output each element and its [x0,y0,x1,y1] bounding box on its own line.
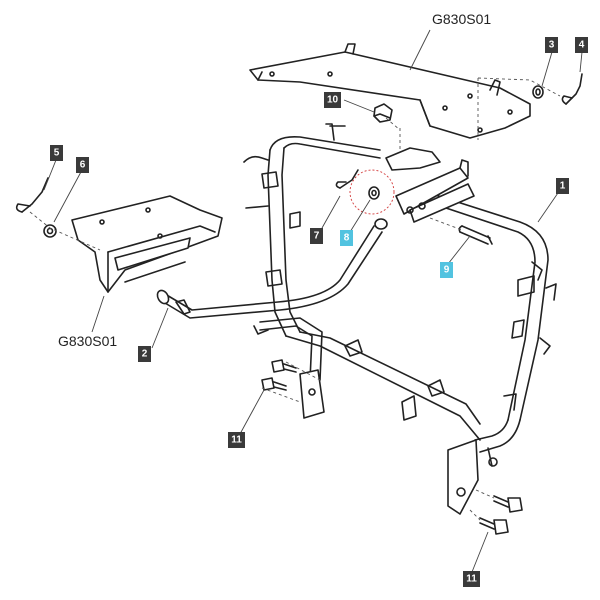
callout-11-lower: 11 [463,571,480,587]
callout-2-label: 2 [142,349,148,360]
washer-part-6 [43,224,57,238]
callout-7: 7 [310,228,323,244]
callout-8-box [340,230,353,246]
callout-1-box [556,178,569,194]
focus-circle [349,169,395,215]
callout-2-box [138,346,151,362]
top-mounting-plate [249,43,531,139]
callout-5-box [50,145,63,161]
callout-11-upper-label: 11 [231,435,242,446]
callout-3: 3 [545,37,558,53]
pin-part [458,225,493,245]
washer-part-3 [532,85,544,99]
callout-4-box [575,37,588,53]
callout-5: 5 [50,145,63,161]
callout-10-box [324,92,341,108]
callout-11-lower-box [463,571,480,587]
callout-3-label: 3 [549,40,555,51]
support-rod [156,218,388,335]
callout-6: 6 [76,157,89,173]
callout-9-label: 9 [444,265,450,276]
nut-part [373,103,393,123]
callout-11-lower-label: 11 [466,574,477,585]
callout-8-label: 8 [344,233,350,244]
left-mounting-bracket [71,195,223,293]
ref-label-left: G830S01 [58,333,117,349]
callout-4: 4 [575,37,588,53]
callout-9: 9 [440,262,453,278]
bolts-upper [261,359,297,391]
callout-1-label: 1 [560,181,566,192]
leader-lines [43,29,583,573]
clip-part-5 [15,177,49,213]
bolts-lower [479,495,523,535]
ref-label-top: G830S01 [432,11,491,27]
callout-10: 10 [324,92,341,108]
clip-part-4 [561,73,583,105]
callout-6-box [76,157,89,173]
clip-part-7 [335,169,359,189]
callout-6-label: 6 [80,160,86,171]
assembly-lines [29,77,561,521]
callout-11-upper: 11 [228,432,245,448]
callout-1: 1 [556,178,569,194]
callout-10-label: 10 [327,95,339,106]
callout-2: 2 [138,346,151,362]
washer-part-8 [368,186,380,200]
callout-3-box [545,37,558,53]
callout-11-upper-box [228,432,245,448]
callout-8: 8 [340,230,353,246]
callout-9-box [440,262,453,278]
main-frame [243,123,557,515]
callout-5-label: 5 [54,148,60,159]
callout-7-label: 7 [314,231,320,242]
callout-7-box [310,228,323,244]
callout-4-label: 4 [579,40,585,51]
